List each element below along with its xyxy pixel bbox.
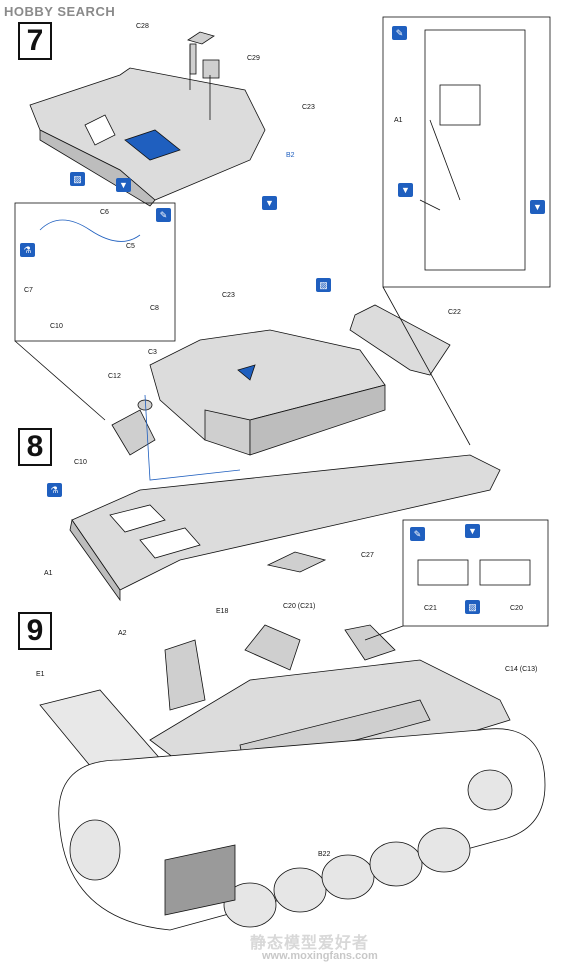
step-7-number: 7 xyxy=(18,22,52,60)
part-ref-b2: B2 xyxy=(286,152,295,159)
part-label-c8: C8 xyxy=(150,305,159,312)
drill-icon: ▼ xyxy=(398,183,413,197)
step-9-number: 9 xyxy=(18,612,52,650)
drill-icon: ▼ xyxy=(530,200,545,214)
cement-icon: ▨ xyxy=(70,172,85,186)
part-label-c5: C5 xyxy=(126,243,135,250)
glue-icon: ✎ xyxy=(410,527,425,541)
glue-icon: ✎ xyxy=(156,208,171,222)
part-label-c12: C12 xyxy=(108,373,121,380)
step9-detail-box xyxy=(402,519,549,627)
cement-icon: ▨ xyxy=(465,600,480,614)
part-label-a1: A1 xyxy=(44,570,53,577)
part-label-c20: C20 xyxy=(510,605,523,612)
part-label-c10: C10 xyxy=(74,459,87,466)
part-label-c3: C3 xyxy=(148,349,157,356)
part-label-a1-top: A1 xyxy=(394,117,403,124)
part-label-b22: B22 xyxy=(318,851,331,858)
part-label-c29: C29 xyxy=(247,55,260,62)
part-label-c6: C6 xyxy=(100,209,109,216)
step7-detail-box-left xyxy=(14,202,176,342)
part-label-c28: C28 xyxy=(136,23,149,30)
part-label-c22: C22 xyxy=(448,309,461,316)
part-label-e18: E18 xyxy=(216,608,229,615)
footer-watermark-url: www.moxingfans.com xyxy=(262,950,378,962)
part-label-e1: E1 xyxy=(36,671,45,678)
part-label-c20-c21: C20 (C21) xyxy=(283,603,316,610)
part-label-a2: A2 xyxy=(118,630,127,637)
part-label-c10-box: C10 xyxy=(50,323,63,330)
part-label-c14-c13: C14 (C13) xyxy=(505,666,538,673)
drill-icon: ▼ xyxy=(116,178,131,192)
drill-icon: ▼ xyxy=(262,196,277,210)
part-label-c23: C23 xyxy=(302,104,315,111)
cement-icon: ▨ xyxy=(316,278,331,292)
step8-hull-base xyxy=(71,454,501,591)
part-label-c27: C27 xyxy=(361,552,374,559)
glue-icon: ✎ xyxy=(392,26,407,40)
part-label-c23-step8: C23 xyxy=(222,292,235,299)
paint-icon: ⚗ xyxy=(20,243,35,257)
step7-detail-box-top xyxy=(382,16,551,288)
footer-watermark-cn: 静态模型爱好者 xyxy=(250,933,370,952)
step-8-number: 8 xyxy=(18,428,52,466)
hobby-search-logo: HOBBY SEARCH xyxy=(4,4,116,19)
drill-icon: ▼ xyxy=(465,524,480,538)
paint-icon: ⚗ xyxy=(47,483,62,497)
part-label-c7: C7 xyxy=(24,287,33,294)
part-label-c21: C21 xyxy=(424,605,437,612)
